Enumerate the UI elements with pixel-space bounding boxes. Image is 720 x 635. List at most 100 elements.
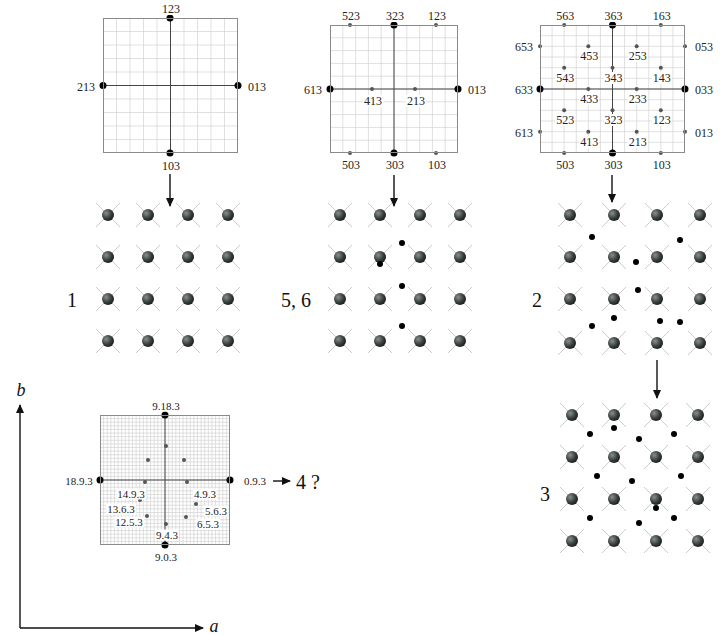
axis-label: b [17, 381, 26, 399]
bond [645, 203, 669, 227]
structure-number: 2 [532, 290, 542, 310]
bond [176, 329, 200, 353]
reflection-index: 363 [604, 10, 624, 22]
bond [645, 287, 669, 311]
host-atom [650, 493, 662, 505]
host-atom [454, 209, 466, 221]
bond [408, 287, 432, 311]
host-atom [608, 251, 620, 263]
bond [176, 329, 200, 353]
bond [602, 287, 626, 311]
arrow [169, 174, 170, 206]
reflection-dot [185, 480, 189, 484]
reflection-dot [659, 151, 663, 155]
bond [560, 403, 584, 427]
bond [602, 403, 626, 427]
host-atom [650, 409, 662, 421]
reflection-dot [659, 66, 663, 70]
bond [686, 445, 710, 469]
grid-line [330, 89, 458, 90]
host-atom [694, 293, 706, 305]
bond [136, 329, 160, 353]
bond [558, 331, 582, 355]
arrow [273, 480, 290, 481]
bond [686, 529, 710, 553]
guest-atom [629, 478, 635, 484]
host-atom [564, 337, 576, 349]
reflection-index: 453 [579, 50, 599, 62]
bond [216, 203, 240, 227]
bond [645, 331, 669, 355]
bond [448, 203, 472, 227]
reflection-index: 013 [247, 81, 267, 93]
grid-line [540, 89, 685, 90]
host-atom [454, 251, 466, 263]
reflection-index: 9.18.3 [151, 401, 181, 412]
diffraction-panel: 123213013103 [103, 18, 238, 153]
reflection-dot [184, 515, 188, 519]
host-atom [608, 535, 620, 547]
reflection-index: 253 [628, 50, 648, 62]
reflection-index: 123 [427, 10, 447, 22]
bond [602, 331, 626, 355]
bond [216, 245, 240, 269]
host-atom [102, 293, 114, 305]
host-atom [608, 337, 620, 349]
reflection-index: 323 [604, 114, 624, 126]
host-atom [182, 293, 194, 305]
reflection-index: 233 [628, 93, 648, 105]
axis-line [540, 89, 685, 90]
bond [216, 287, 240, 311]
reflection-dot [609, 150, 616, 157]
host-atom [694, 337, 706, 349]
reflection-index: 433 [579, 93, 599, 105]
host-atom [142, 335, 154, 347]
bond [558, 203, 582, 227]
guest-atom [636, 520, 642, 526]
bond [176, 245, 200, 269]
host-atom [334, 251, 346, 263]
bond [96, 287, 120, 311]
host-atom [334, 335, 346, 347]
reflection-dot [635, 130, 639, 134]
bond [368, 287, 392, 311]
bond [368, 329, 392, 353]
axis-line [103, 85, 238, 86]
host-atom [374, 293, 386, 305]
bond [328, 287, 352, 311]
guest-atom [636, 436, 642, 442]
axis-line [100, 480, 230, 481]
bond [644, 403, 668, 427]
host-atom [102, 335, 114, 347]
axis-arrow [19, 405, 20, 628]
host-atom [334, 209, 346, 221]
reflection-dot [683, 44, 687, 48]
bond [176, 245, 200, 269]
bond [602, 245, 626, 269]
host-atom [651, 337, 663, 349]
bond [368, 287, 392, 311]
guest-atom [677, 319, 683, 325]
reflection-dot [162, 542, 169, 549]
guest-atom [594, 473, 600, 479]
host-atom [334, 293, 346, 305]
reflection-dot [146, 458, 150, 462]
reflection-dot [167, 150, 174, 157]
reflection-index: 613 [514, 127, 534, 139]
guest-atom [399, 283, 405, 289]
reflection-index: 053 [694, 41, 714, 53]
bond [644, 487, 668, 511]
host-atom [694, 209, 706, 221]
bond [602, 331, 626, 355]
reflection-dot [164, 522, 168, 526]
bond [602, 487, 626, 511]
bond [688, 245, 712, 269]
host-atom [566, 451, 578, 463]
reflection-dot [683, 130, 687, 134]
reflection-dot [182, 458, 186, 462]
host-atom [374, 209, 386, 221]
guest-atom [377, 261, 383, 267]
bond [602, 445, 626, 469]
guest-atom [587, 515, 593, 521]
bond [448, 245, 472, 269]
